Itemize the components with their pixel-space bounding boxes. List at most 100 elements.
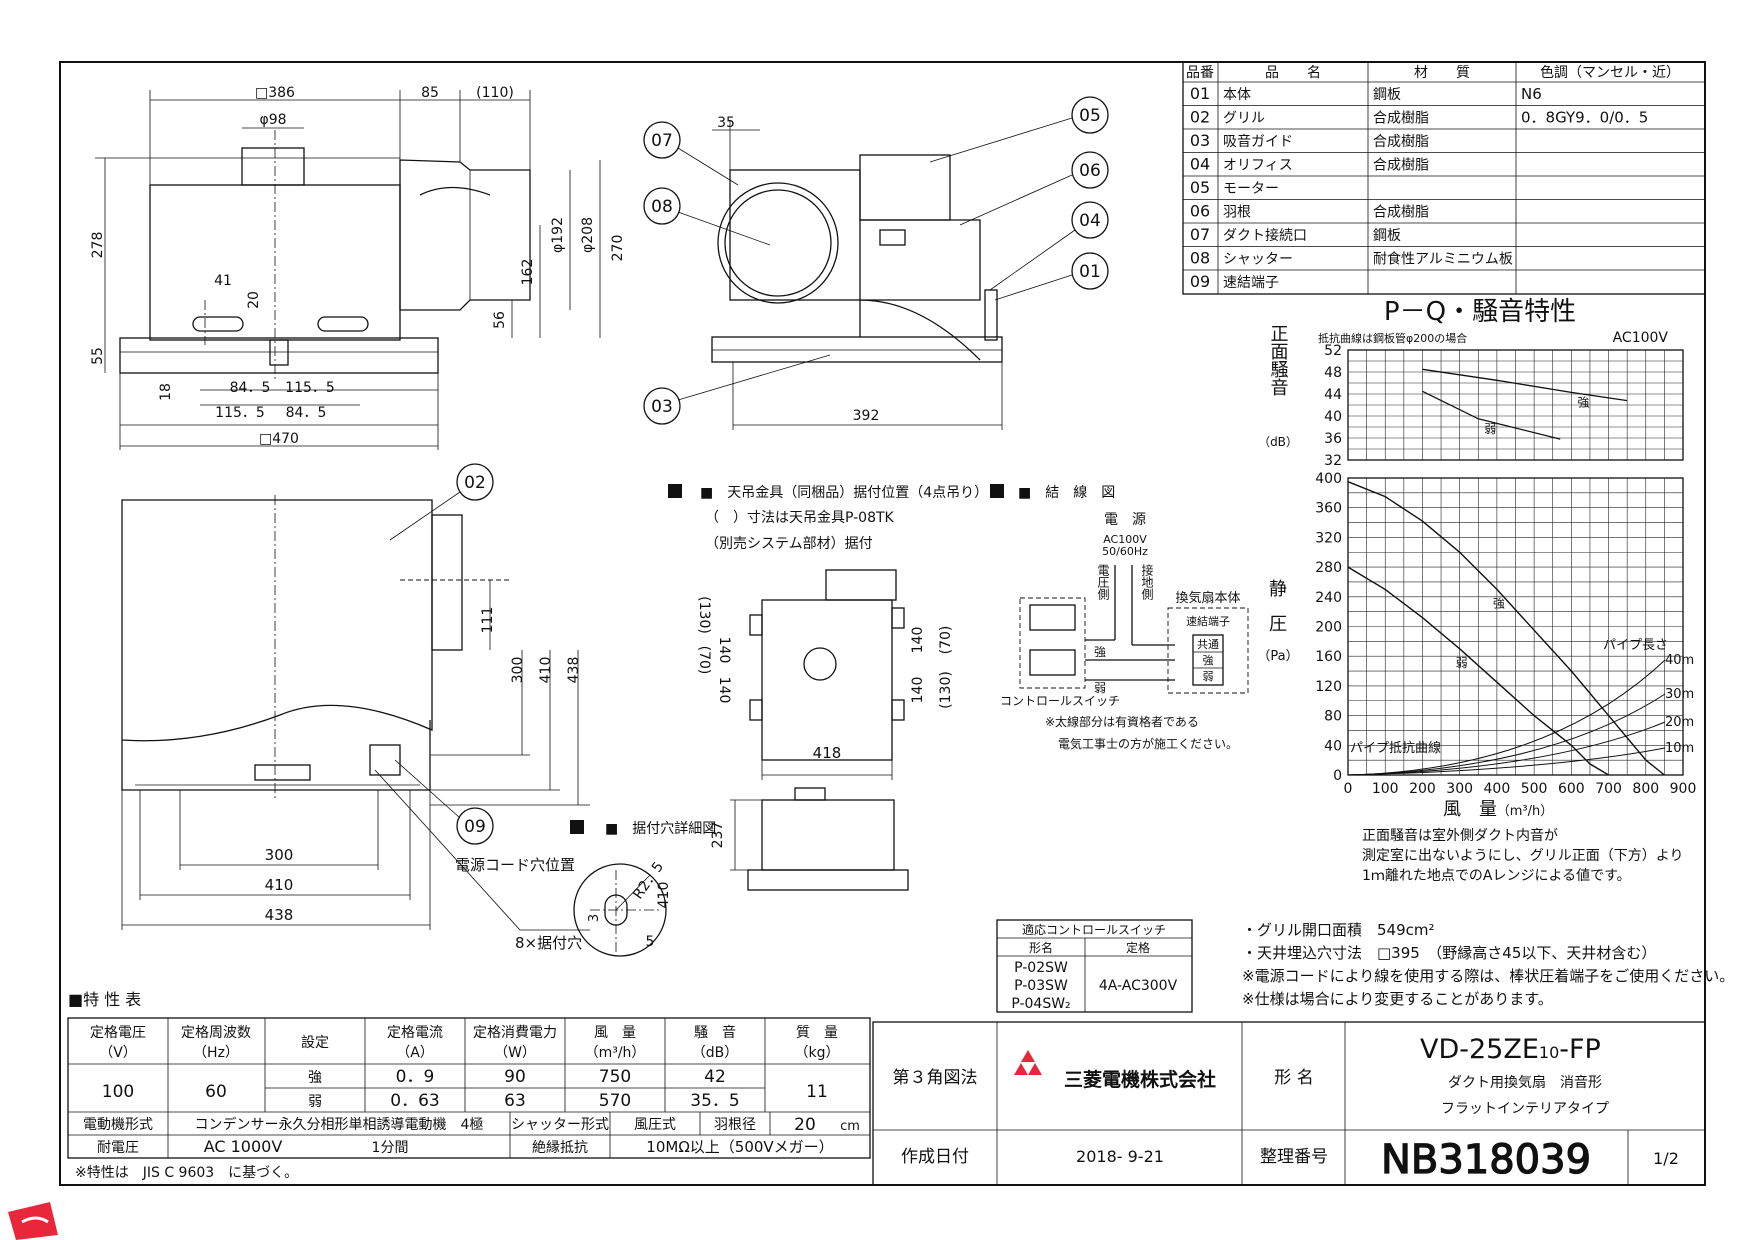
parts-row-no: 05: [1190, 178, 1210, 197]
spec-noise-strong: 42: [704, 1067, 726, 1087]
pq-xtick: 200: [1409, 781, 1436, 797]
noise-series-line: [1422, 368, 1628, 402]
noise-panel-note: 抵抗曲線は鋼板管φ200の場合: [1318, 331, 1467, 345]
pq-xtick: 800: [1632, 781, 1659, 797]
dim-438-h: 438: [265, 906, 294, 924]
parts-row-name: オリフィス: [1223, 158, 1293, 174]
callout-07: 07: [651, 131, 673, 151]
dim-phi192: φ192: [550, 217, 566, 253]
spec-insulation-label: 絶縁抵抗: [532, 1140, 588, 1156]
wiring-note-2: 電気工事士の方が施工ください。: [1058, 736, 1238, 751]
parts-row-material: 合成樹脂: [1373, 134, 1429, 150]
parts-row-color: 0．8GY9．0/0．5: [1521, 109, 1648, 127]
callout-09: 09: [464, 817, 486, 837]
control-switch-rating: 4A-AC300V: [1099, 978, 1178, 994]
pq-ytick: 200: [1315, 620, 1342, 636]
parts-row-material: 耐食性アルミニウム板: [1373, 251, 1513, 268]
dim-detail-5: 5: [646, 934, 655, 950]
dim-438-v: 438: [566, 657, 582, 684]
title-desc-1: ダクト用換気扇 消音形: [1448, 1074, 1602, 1091]
dim-392: 392: [853, 408, 880, 424]
dim-phi98: φ98: [259, 112, 286, 128]
callouts: 07 08 03 05 06 04 01 02 09: [389, 96, 1109, 845]
wiring-note-1: ※太線部分は有資格者である: [1045, 714, 1199, 729]
parts-row-no: 03: [1190, 131, 1210, 150]
note-spec-change: ※仕様は場合により変更することがあります。: [1242, 990, 1553, 1008]
pipe-title: パイプ長さ: [1603, 638, 1668, 653]
spec-header-unit: （dB）: [692, 1045, 739, 1061]
dim-162: 162: [520, 259, 536, 286]
parts-row-name: グリル: [1223, 111, 1265, 127]
parts-row-name: 本体: [1223, 87, 1251, 103]
wiring-line-strong: 強: [1094, 645, 1106, 659]
dim-410-v: 410: [538, 657, 554, 684]
chart-note-3: 1ｍ離れた地点でのAレンジによる値です。: [1362, 867, 1631, 884]
dim-phi208: φ208: [580, 217, 596, 253]
control-switch-model-2: P-03SW: [1014, 978, 1068, 994]
pq-ytick: 240: [1315, 590, 1342, 606]
dim-278: 278: [90, 232, 106, 259]
spec-header-unit: （kg）: [795, 1045, 840, 1061]
note-grille-area: ・グリル開口面積 549cm²: [1242, 921, 1435, 939]
callout-05: 05: [1079, 106, 1101, 126]
pipe-length-label: 40m: [1665, 653, 1694, 668]
pq-ytick: 40: [1324, 738, 1342, 754]
title-block: 第３角図法 三菱電機株式会社 形 名 VD-25ZE10-FP ダクト用換気扇 …: [872, 1021, 1706, 1186]
title-desc-2: フラットインテリアタイプ: [1441, 1101, 1609, 1117]
dim-115-5-a: 115．5: [285, 380, 335, 396]
parts-row-name: 羽根: [1223, 205, 1251, 221]
spec-blade-label: 羽根径: [714, 1117, 756, 1133]
callout-04: 04: [1079, 211, 1101, 231]
title-company: 三菱電機株式会社: [1064, 1068, 1216, 1091]
wiring-title: ■ 結 線 図: [1018, 485, 1115, 501]
pipe-length-label: 10m: [1665, 741, 1694, 756]
side-view: 35 392: [711, 115, 1003, 430]
dim-56: 56: [492, 311, 508, 329]
pq-ytick: 80: [1324, 709, 1342, 725]
spec-shutter-value: 風圧式: [634, 1117, 676, 1133]
dim-detail-3: 3: [587, 914, 602, 922]
parts-row-material: 合成樹脂: [1373, 111, 1429, 127]
noise-plot-area: [1347, 349, 1684, 461]
hanger-note-2: （別売システム部材）据付: [705, 536, 873, 552]
title-date: 2018- 9-21: [1076, 1147, 1164, 1166]
dim-35: 35: [717, 115, 735, 131]
spec-header: 定格消費電力: [473, 1025, 557, 1041]
parts-header-no: 品番: [1186, 65, 1214, 81]
wiring-diagram: ■ 結 線 図 電 源 AC100V 50/60Hz 電圧側 接地側 強 弱 コ…: [990, 484, 1249, 751]
spec-motor-value: コンデンサー永久分相形単相誘導電動機 4極: [195, 1116, 484, 1133]
noise-ytick: 52: [1324, 343, 1342, 359]
spec-withstand-value: AC 1000V: [204, 1137, 283, 1156]
chart-note-2: 測定室に出ないようにし、グリル正面（下方）より: [1362, 847, 1683, 864]
wiring-voltage-side: 電圧側: [1096, 564, 1110, 600]
control-switch-table: 適応コントロールスイッチ 形名 定格 P-02SW P-03SW P-04SW₂…: [996, 919, 1193, 1013]
dim-140-r2: 140: [910, 677, 926, 704]
pq-ylabel-2: 圧: [1269, 614, 1287, 635]
dim-84-5-b: 84．5: [286, 405, 327, 421]
spec-blade-value: 20: [794, 1115, 816, 1135]
spec-table-title: ■特 性 表: [68, 990, 141, 1009]
dim-140-l: 140: [716, 637, 732, 664]
pq-xtick: 400: [1484, 781, 1511, 797]
corner-logo-icon: [8, 1202, 58, 1240]
parts-row-material: 鋼板: [1373, 228, 1401, 244]
pq-ylabel-1: 静: [1269, 579, 1287, 600]
pq-xtick: 300: [1446, 781, 1473, 797]
noise-yunit: （dB）: [1258, 435, 1298, 449]
dim-115-5-b: 115．5: [215, 405, 265, 421]
pq-ytick: 120: [1315, 679, 1342, 695]
parts-row-no: 02: [1190, 108, 1210, 127]
parts-row-no: 07: [1190, 225, 1210, 244]
dim-110: (110): [476, 85, 514, 101]
top-view: □386 85 (110) φ98 278 55 41 20 18 84．5 1…: [90, 85, 626, 450]
dim-140-r: 140: [910, 627, 926, 654]
control-switch-title: 適応コントロールスイッチ: [1022, 922, 1166, 937]
callout-02: 02: [464, 473, 486, 493]
detail-view: ■ 据付穴詳細図 R2．5 410 3 5: [570, 820, 716, 957]
dim-237: 237: [710, 822, 726, 849]
pipe-length-label: 30m: [1665, 687, 1694, 702]
spec-withstand-label: 耐電圧: [97, 1140, 139, 1156]
pq-xtick: 500: [1521, 781, 1548, 797]
spec-header: 質 量: [796, 1025, 838, 1041]
